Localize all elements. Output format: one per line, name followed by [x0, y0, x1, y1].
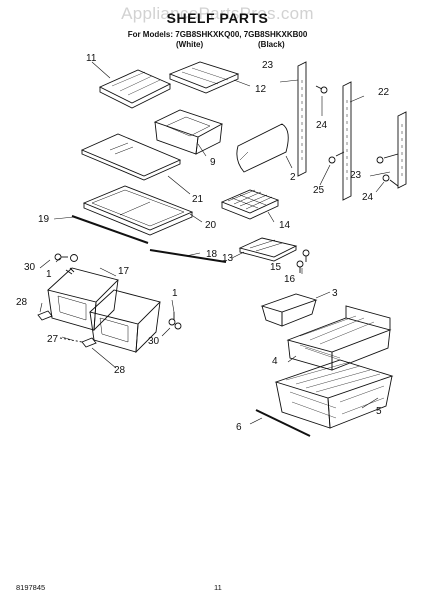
callout-28-bottom: 28 [114, 365, 126, 376]
rail-screws [315, 85, 399, 187]
part-18-rod [149, 249, 227, 263]
part-19-rod [71, 215, 149, 244]
callout-3: 3 [332, 288, 338, 299]
part-4-wire-rack [286, 305, 392, 371]
part-6-rod [255, 409, 311, 437]
callout-9: 9 [210, 157, 216, 168]
callout-labels: 11 12 9 21 20 19 14 18 13 30 1 17 15 16 … [16, 53, 390, 433]
part-5-wire-basket [274, 359, 394, 429]
callout-22: 22 [378, 87, 390, 98]
callout-23-right: 23 [350, 170, 362, 181]
part-21-glass-shelf [80, 133, 182, 181]
screws-15-16 [296, 249, 310, 273]
leader-lines [39, 61, 391, 425]
page-title: SHELF PARTS [166, 10, 269, 26]
callout-27: 27 [47, 334, 59, 345]
callout-20: 20 [205, 220, 217, 231]
page-number: 11 [214, 583, 222, 592]
part-28-clip-bottom [81, 337, 97, 348]
callout-24-top: 24 [316, 120, 328, 131]
variant-black: (Black) [258, 40, 285, 49]
part-12-shelf [168, 61, 240, 94]
fasteners-right [168, 312, 182, 330]
callout-25: 25 [313, 185, 325, 196]
callout-11: 11 [86, 53, 97, 64]
callout-16: 16 [284, 274, 296, 285]
callout-28-top: 28 [16, 297, 28, 308]
part-23-rail-left [297, 61, 307, 177]
callout-19: 19 [38, 214, 50, 225]
callout-4: 4 [272, 356, 278, 367]
callout-30-right: 30 [148, 336, 160, 347]
callout-24-right: 24 [362, 192, 374, 203]
doc-number: 8197845 [16, 583, 46, 592]
part-22-rail-mid [342, 81, 352, 201]
part-13-bracket [238, 237, 298, 262]
callout-1-right: 1 [172, 288, 178, 299]
callout-6: 6 [236, 422, 242, 433]
part-20-framed-shelf [82, 185, 194, 236]
callout-21: 21 [192, 194, 204, 205]
callout-13: 13 [222, 253, 234, 264]
part-28-clip-top [37, 310, 53, 321]
callout-5: 5 [376, 406, 382, 417]
variant-white: (White) [176, 40, 204, 49]
part-17-crisper-right [89, 289, 161, 354]
callout-18: 18 [206, 249, 218, 260]
part-2-dairy-cover [236, 123, 289, 173]
part-3-bin [260, 293, 318, 327]
part-17-crisper-left [47, 267, 119, 332]
callout-30-left: 30 [24, 262, 36, 273]
part-14-egg-tray [220, 189, 280, 220]
callout-14: 14 [279, 220, 291, 231]
fasteners-left [54, 253, 78, 275]
callout-17: 17 [118, 266, 130, 277]
callout-2: 2 [290, 172, 296, 183]
part-11-shelf [98, 69, 172, 109]
models-line: For Models: 7GB8SHKXKQ00, 7GB8SHKXKB00 [127, 30, 308, 39]
watermark: AppliancePartsPros.com [121, 4, 314, 23]
callout-1-left: 1 [46, 269, 52, 280]
callout-23-top: 23 [262, 60, 274, 71]
part-23-rail-right [397, 111, 407, 189]
part-9-drawer [153, 109, 224, 155]
callout-15: 15 [270, 262, 282, 273]
callout-12: 12 [255, 84, 267, 95]
